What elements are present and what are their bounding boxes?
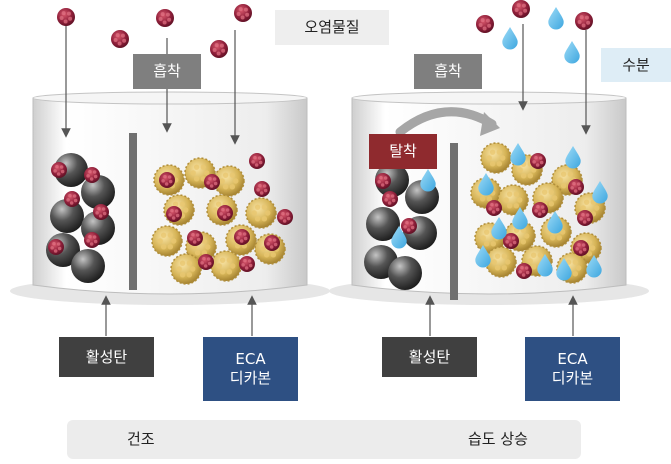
pollutant-particle [249, 153, 265, 169]
pollutant-particle [239, 256, 255, 272]
eca-particle [151, 225, 183, 257]
activated-carbon-label-right: 활성탄 [382, 337, 477, 377]
eca-label-line1: ECA [235, 350, 266, 369]
humidity-bar [67, 420, 581, 459]
pollutant-particle [210, 40, 228, 58]
pollutant-particle [486, 200, 502, 216]
pollutant-particle [264, 235, 280, 251]
water-droplet [475, 245, 491, 268]
left-divider [129, 133, 137, 290]
eca-particle [485, 246, 517, 278]
water-droplet [391, 226, 407, 249]
activated-carbon-particle [71, 249, 105, 283]
desorption-curve-arrow [395, 107, 497, 137]
pollutant-particle [382, 191, 398, 207]
right-divider [450, 143, 458, 300]
pollutant-particle [512, 0, 530, 18]
eca-particle [480, 142, 512, 174]
pollutant-particle [573, 240, 589, 256]
eca-particle [210, 250, 242, 282]
pollutant-particle [84, 167, 100, 183]
humidity-rise-label: 습도 상승 [468, 430, 528, 448]
pollutant-particle [159, 172, 175, 188]
water-droplet [556, 258, 572, 281]
pollutant-label: 오염물질 [275, 10, 389, 45]
pollutant-particle [254, 181, 270, 197]
adsorption-label-right: 흡착 [414, 54, 482, 89]
eca-label-line2: 디카본 [229, 369, 272, 387]
pollutant-particle [111, 30, 129, 48]
pollutant-particle [166, 206, 182, 222]
pollutant-particle [234, 4, 252, 22]
water-droplet [548, 7, 564, 30]
water-droplet [512, 207, 528, 230]
activated-carbon-particle [81, 175, 115, 209]
pollutant-particle [51, 162, 67, 178]
pollutant-particle [156, 9, 174, 27]
dry-label: 건조 [127, 430, 155, 448]
pollutant-particle [48, 239, 64, 255]
water-droplet [510, 143, 526, 166]
pollutant-particle [568, 179, 584, 195]
desorption-label: 탈착 [369, 134, 437, 169]
water-droplet [586, 255, 602, 278]
pollutant-particle [401, 218, 417, 234]
water-droplet [592, 181, 608, 204]
water-droplet [491, 217, 507, 240]
activated-carbon-particle [388, 256, 422, 290]
pollutant-particle [575, 12, 593, 30]
pollutant-particle [57, 8, 75, 26]
eca-particle [170, 253, 202, 285]
eca-label-line2: 디카본 [551, 369, 594, 387]
eca-particle [497, 184, 529, 216]
activated-carbon-particle [50, 199, 84, 233]
moisture-label: 수분 [601, 48, 671, 82]
water-droplet [564, 41, 580, 64]
pollutant-particle [530, 153, 546, 169]
pollutant-particle [476, 15, 494, 33]
activated-carbon-label-left: 활성탄 [59, 337, 154, 377]
pollutant-particle [503, 233, 519, 249]
pollutant-particle [234, 229, 250, 245]
pollutant-particle [198, 254, 214, 270]
water-droplet [537, 254, 553, 277]
water-droplet [547, 211, 563, 234]
water-droplet [478, 173, 494, 196]
eca-decarbon-label-right: ECA 디카본 [525, 337, 620, 401]
eca-decarbon-label-left: ECA 디카본 [203, 337, 298, 401]
pollutant-particle [204, 174, 220, 190]
water-droplet [565, 146, 581, 169]
pollutant-particle [516, 263, 532, 279]
pollutant-particle [64, 191, 80, 207]
pollutant-particle [84, 232, 100, 248]
pollutant-particle [532, 202, 548, 218]
water-droplet [420, 169, 436, 192]
pollutant-particle [277, 209, 293, 225]
eca-particle [213, 165, 245, 197]
activated-carbon-particle [54, 153, 88, 187]
water-droplet [502, 27, 518, 50]
adsorption-label-left: 흡착 [133, 54, 201, 89]
pollutant-particle [577, 210, 593, 226]
activated-carbon-particle [366, 207, 400, 241]
pollutant-particle [217, 205, 233, 221]
pollutant-particle [93, 204, 109, 220]
eca-label-line1: ECA [557, 350, 588, 369]
eca-particle [245, 197, 277, 229]
pollutant-particle [187, 230, 203, 246]
pollutant-particle [375, 173, 391, 189]
